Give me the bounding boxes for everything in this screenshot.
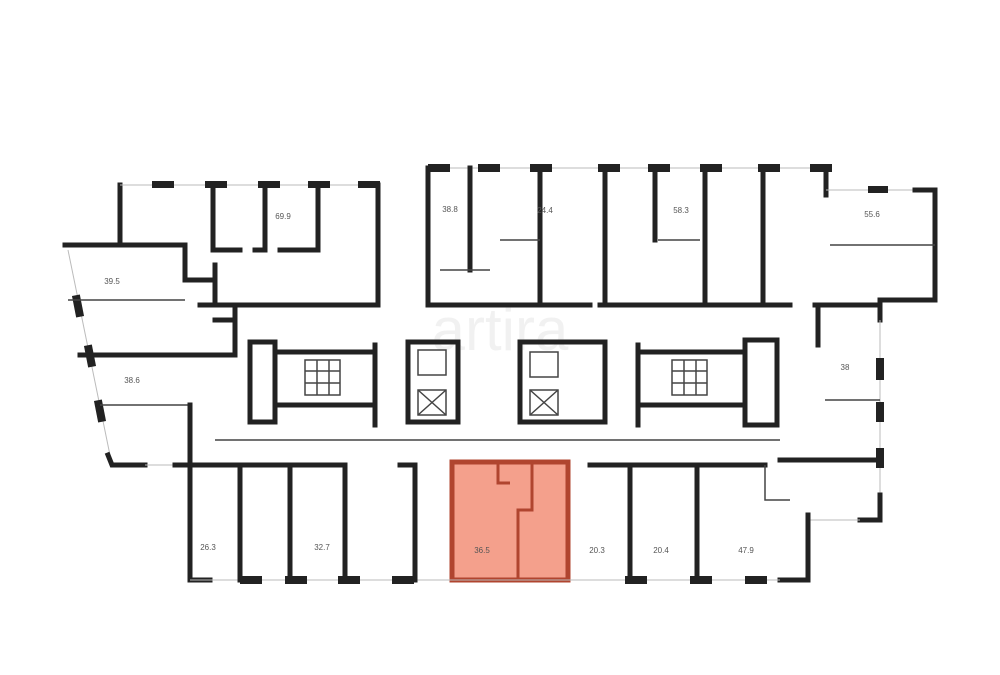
unit-area-label[interactable]: 36.5 <box>474 546 490 555</box>
unit-36-5-highlight[interactable] <box>449 459 571 583</box>
unit-area-label[interactable]: 24.4 <box>537 206 553 215</box>
unit-area-label[interactable]: 20.4 <box>653 546 669 555</box>
unit-area-label[interactable]: 58.3 <box>673 206 689 215</box>
unit-area-label[interactable]: 38 <box>841 363 850 372</box>
unit-area-label[interactable]: 38.8 <box>442 205 458 214</box>
unit-area-labels: 69.9 38.8 24.4 58.3 55.6 39.5 38.6 38 26… <box>104 205 880 555</box>
stairs-left <box>304 359 341 396</box>
unit-area-label[interactable]: 32.7 <box>314 543 330 552</box>
stairs-right <box>671 359 708 396</box>
unit-area-label[interactable]: 38.6 <box>124 376 140 385</box>
unit-area-label[interactable]: 55.6 <box>864 210 880 219</box>
building-core <box>215 337 780 441</box>
unit-area-label[interactable]: 39.5 <box>104 277 120 286</box>
unit-area-label[interactable]: 47.9 <box>738 546 754 555</box>
interior-walls <box>68 165 935 583</box>
unit-area-label[interactable]: 69.9 <box>275 212 291 221</box>
unit-area-label[interactable]: 26.3 <box>200 543 216 552</box>
unit-area-label[interactable]: 20.3 <box>589 546 605 555</box>
